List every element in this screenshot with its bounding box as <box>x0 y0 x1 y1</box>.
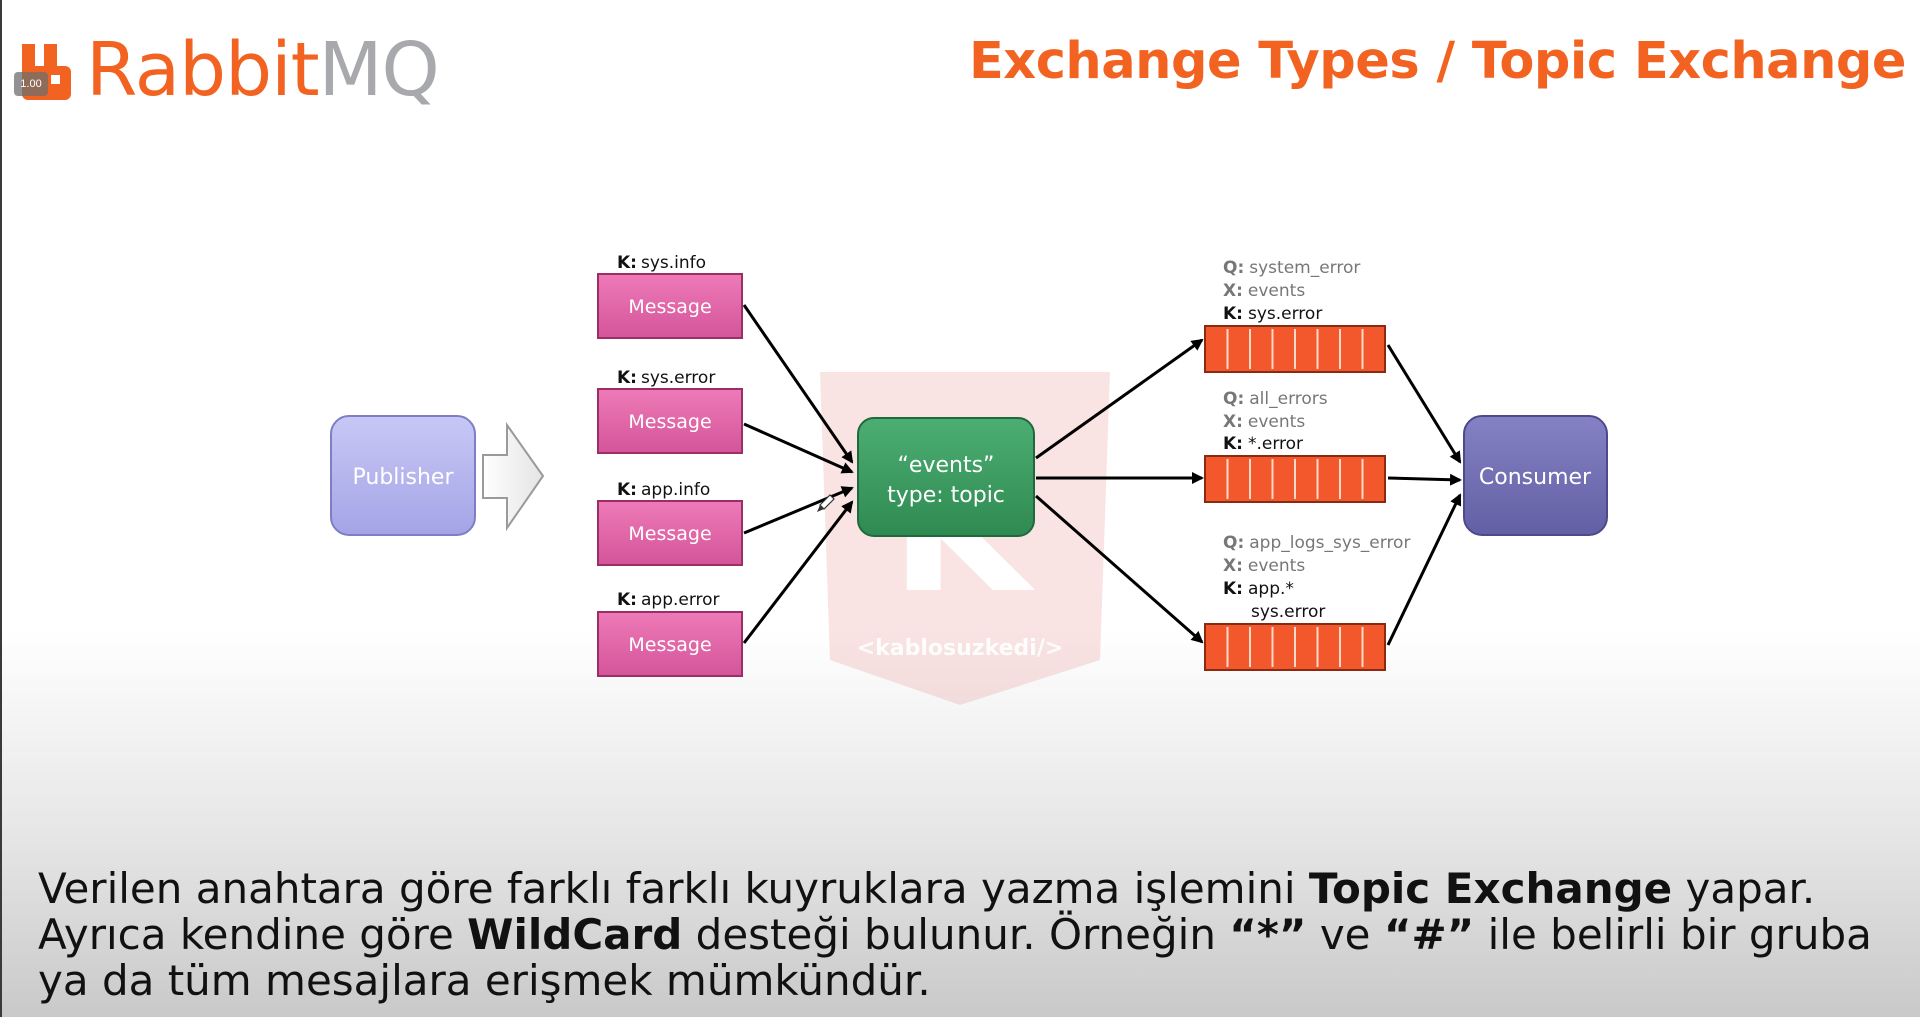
svg-text:Q:app_logs_sys_error: Q:app_logs_sys_error <box>1223 533 1410 553</box>
logo-text-rabbit: Rabbit <box>86 27 320 113</box>
queue-1: Q:system_error X:events K:sys.error <box>1204 258 1386 373</box>
svg-text:Q:system_error: Q:system_error <box>1223 258 1360 278</box>
pencil-cursor-icon <box>817 494 835 512</box>
publish-arrow-icon <box>482 421 545 532</box>
exchange-node: “events” type: topic <box>857 417 1035 537</box>
logo-text-mq: MQ <box>318 27 440 113</box>
svg-text:sys.error: sys.error <box>1251 602 1325 622</box>
svg-text:Message: Message <box>628 296 711 318</box>
message-2: K:sys.error Message <box>597 368 743 454</box>
svg-text:K:*.error: K:*.error <box>1223 434 1303 454</box>
message-3: K:app.info Message <box>597 480 743 566</box>
arrow-msg1-exchange <box>742 304 854 464</box>
arrow-exchange-queue1 <box>1035 338 1204 460</box>
caption-line-1: Verilen anahtara göre farklı farklı kuyr… <box>38 864 1816 913</box>
caption-line-2: Ayrıca kendine göre WildCard desteği bul… <box>38 910 1872 959</box>
svg-text:X:events: X:events <box>1223 281 1305 301</box>
message-to-exchange-arrows <box>742 304 854 644</box>
message-1: K:sys.info Message <box>597 253 743 339</box>
consumer-label: Consumer <box>1479 465 1592 490</box>
exchange-type: type: topic <box>887 483 1005 508</box>
slide-title: Exchange Types / Topic Exchange <box>968 32 1907 91</box>
arrow-exchange-queue3 <box>1035 494 1204 644</box>
svg-text:X:events: X:events <box>1223 556 1305 576</box>
queue-3: Q:app_logs_sys_error X:events K:app.* sy… <box>1204 533 1410 671</box>
message-4: K:app.error Message <box>597 590 743 677</box>
queue-to-consumer-arrows <box>1386 344 1462 646</box>
svg-text:K:sys.info: K:sys.info <box>617 253 706 273</box>
arrow-msg3-exchange <box>743 486 854 535</box>
watermark-text: <kablosuzkedi/> <box>857 636 1064 661</box>
svg-text:K:app.info: K:app.info <box>617 480 710 500</box>
publisher-node: Publisher <box>330 415 476 536</box>
exchange-to-queue-arrows <box>1035 338 1204 644</box>
playback-speed-badge: 1.00 <box>14 72 48 96</box>
consumer-node: Consumer <box>1463 415 1608 536</box>
arrow-msg4-exchange <box>742 500 854 644</box>
svg-text:Message: Message <box>628 634 711 656</box>
svg-text:K:sys.error: K:sys.error <box>1223 304 1322 324</box>
slide-caption: Verilen anahtara göre farklı farklı kuyr… <box>38 866 1898 1004</box>
arrow-queue1-consumer <box>1386 344 1462 464</box>
queue-2: Q:all_errors X:events K:*.error <box>1204 389 1386 503</box>
rabbitmq-wordmark: RabbitMQ <box>86 27 440 113</box>
caption-line-3: ya da tüm mesajlara erişmek mümkündür. <box>38 956 931 1005</box>
publisher-label: Publisher <box>353 465 455 490</box>
svg-text:K:app.*: K:app.* <box>1223 579 1294 599</box>
svg-text:Message: Message <box>628 411 711 433</box>
svg-text:K:sys.error: K:sys.error <box>617 368 715 388</box>
svg-text:Q:all_errors: Q:all_errors <box>1223 389 1328 409</box>
svg-text:K:app.error: K:app.error <box>617 590 720 610</box>
svg-text:X:events: X:events <box>1223 412 1305 432</box>
exchange-name: “events” <box>898 453 995 478</box>
arrow-queue3-consumer <box>1386 493 1462 646</box>
arrow-msg2-exchange <box>743 422 854 474</box>
arrow-queue2-consumer <box>1387 473 1462 486</box>
svg-text:Message: Message <box>628 523 711 545</box>
window-left-border <box>0 0 2 1017</box>
